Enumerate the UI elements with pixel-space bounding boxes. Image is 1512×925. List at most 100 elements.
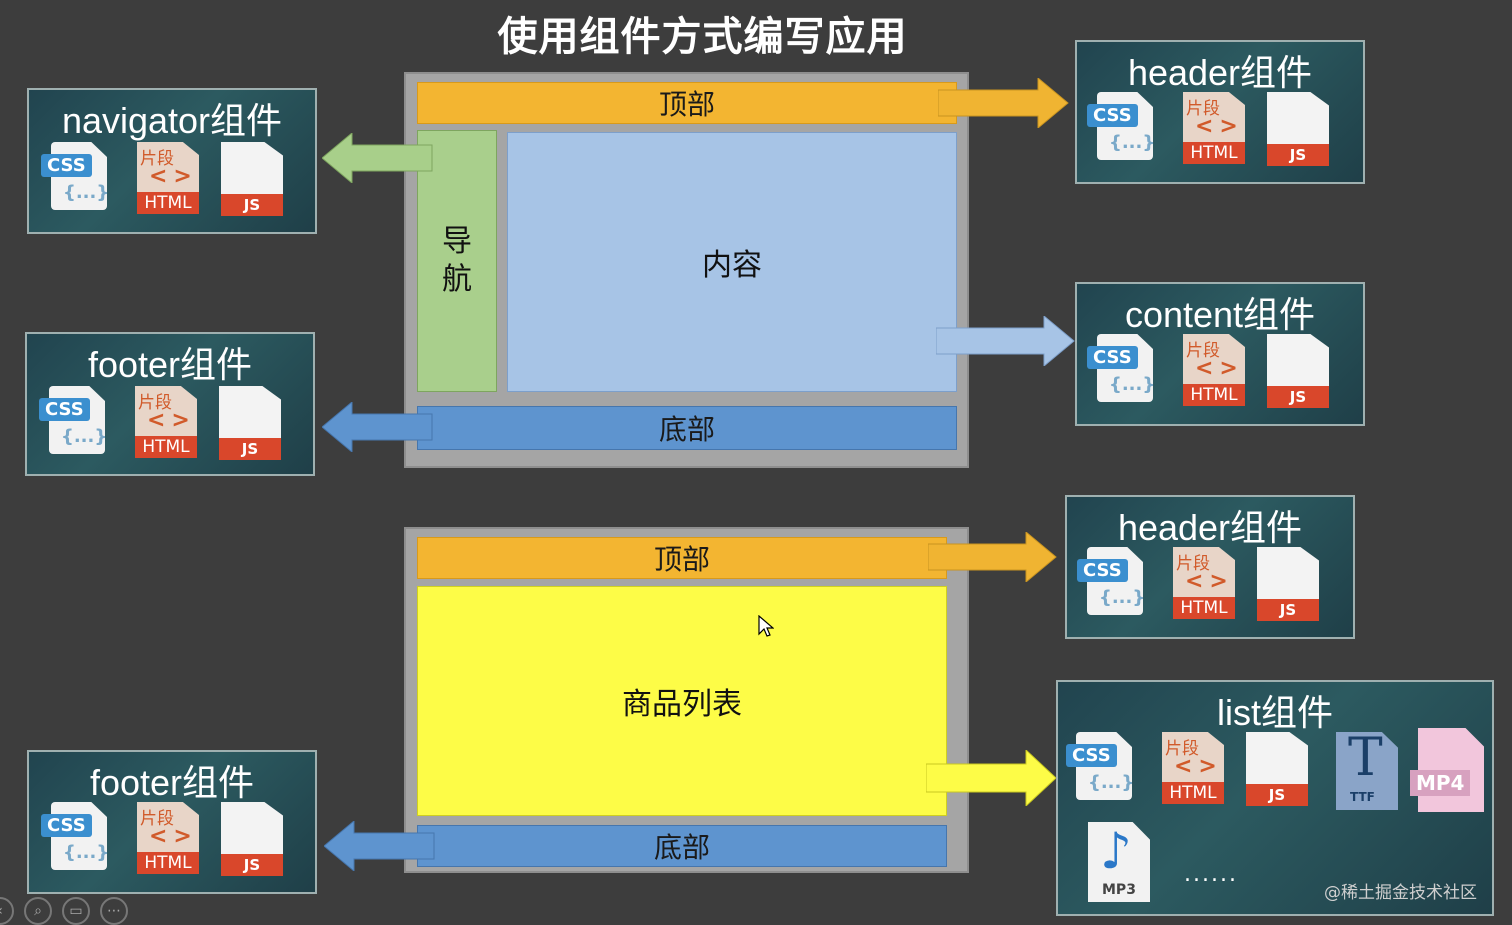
layout1-bottom-bar: 底部	[417, 406, 957, 450]
header2-panel: header组件 CSS {...} 片段<> HTML JS	[1065, 495, 1355, 639]
html-fragment-icon: 片段<> HTML	[137, 142, 199, 214]
layout1-content-label: 内容	[702, 248, 762, 283]
css-label: CSS	[1087, 104, 1138, 127]
fragment-tags: <>	[1174, 754, 1223, 779]
mp4-label: MP4	[1410, 770, 1471, 796]
arrow-to-header2	[928, 532, 1057, 582]
layout2-bottom-bar: 底部	[417, 825, 947, 867]
arrow-to-navigator	[322, 133, 433, 183]
js-file-icon: JS	[221, 802, 283, 876]
html-fragment-icon: 片段<> HTML	[1183, 334, 1245, 406]
mp4-file-icon: MP4	[1410, 728, 1484, 812]
css-file-icon: CSS {...}	[1087, 334, 1157, 406]
content-panel: content组件 CSS {...} 片段<> HTML JS	[1075, 282, 1365, 426]
header2-panel-title: header组件	[1117, 507, 1303, 548]
layout1-nav-label: 导航	[442, 224, 472, 297]
fragment-label: 片段	[138, 393, 172, 413]
html-label: HTML	[137, 192, 199, 214]
fragment-tags: <>	[149, 164, 198, 189]
css-label: CSS	[1087, 346, 1138, 369]
ttf-file-icon: T TTF	[1336, 732, 1398, 812]
list-panel-title: list组件	[1217, 692, 1333, 733]
html-label: HTML	[1183, 142, 1245, 164]
layout1-nav: 导航	[417, 130, 497, 392]
arrow-to-content	[936, 316, 1075, 366]
html-label: HTML	[1162, 782, 1224, 804]
ttf-label: TTF	[1350, 790, 1375, 804]
css-file-icon: CSS {...}	[1087, 92, 1157, 164]
css-brace: {...}	[1109, 374, 1156, 395]
css-label: CSS	[39, 398, 90, 421]
html-fragment-icon: 片段<>HTML	[1183, 92, 1245, 164]
html-fragment-icon: 片段<> HTML	[1173, 547, 1235, 619]
page-title: 使用组件方式编写应用	[497, 14, 908, 60]
more-files-ellipsis: ......	[1184, 862, 1238, 887]
html-fragment-icon: 片段<> HTML	[1162, 732, 1224, 804]
css-label: CSS	[1066, 744, 1117, 767]
footer2-panel: footer组件 CSS {...} 片段<> HTML JS	[27, 750, 317, 894]
html-label: HTML	[135, 436, 197, 458]
arrow-to-header1	[938, 78, 1069, 128]
css-label: CSS	[41, 154, 92, 177]
js-file-icon: JS	[1257, 547, 1319, 621]
footer1-panel: footer组件 CSS {...} 片段<> HTML JS	[25, 332, 315, 476]
layout1-top-bar: 顶部	[417, 82, 957, 124]
layout1-content: 内容	[507, 132, 957, 392]
back-icon[interactable]: ‹	[0, 897, 14, 925]
js-file-icon: JS	[1246, 732, 1308, 806]
css-brace: {...}	[61, 426, 108, 447]
fragment-label: 片段	[140, 809, 174, 829]
fragment-tags: <>	[149, 824, 198, 849]
arrow-to-list	[926, 750, 1057, 806]
arrow-to-footer1	[322, 402, 433, 452]
layout2-list-label: 商品列表	[622, 687, 742, 722]
footer1-panel-title: footer组件	[87, 344, 253, 385]
css-brace: {...}	[1109, 132, 1156, 153]
layout2-list: 商品列表	[417, 586, 947, 816]
more-icon[interactable]: ⋯	[100, 897, 128, 925]
fragment-tags: <>	[1195, 356, 1244, 381]
fragment-tags: <>	[147, 408, 196, 433]
html-label: HTML	[137, 852, 199, 874]
mp3-label: MP3	[1102, 882, 1136, 898]
js-file-icon: JS	[1267, 334, 1329, 408]
html-fragment-icon: 片段<> HTML	[137, 802, 199, 874]
css-brace: {...}	[1099, 587, 1146, 608]
content-panel-title: content组件	[1124, 294, 1316, 335]
js-label: JS	[1267, 144, 1329, 166]
fragment-label: 片段	[1165, 739, 1199, 759]
footer2-panel-title: footer组件	[89, 762, 255, 803]
html-label: HTML	[1183, 384, 1245, 406]
mp3-file-icon: ♪ MP3	[1088, 822, 1150, 902]
css-file-icon: CSS {...}	[1077, 547, 1147, 619]
navigator-panel-title: navigator组件	[61, 100, 283, 141]
css-file-icon: CSS {...}	[41, 802, 111, 874]
js-file-icon: JS	[1267, 92, 1329, 166]
fragment-label: 片段	[1176, 554, 1210, 574]
navigator-panel: navigator组件 CSS {...} 片段<> HTML JS	[27, 88, 317, 234]
js-label: JS	[1257, 599, 1319, 621]
slides-icon[interactable]: ▭	[62, 897, 90, 925]
css-brace: {...}	[63, 842, 110, 863]
css-label: CSS	[41, 814, 92, 837]
js-file-icon: JS	[221, 142, 283, 216]
presentation-toolbar: ‹ ⌕ ▭ ⋯	[0, 897, 128, 925]
css-label: CSS	[1077, 559, 1128, 582]
layout2-top-bar: 顶部	[417, 537, 947, 579]
arrow-to-footer2	[324, 821, 435, 871]
mouse-cursor-icon	[758, 615, 774, 637]
css-brace: {...}	[63, 182, 110, 203]
css-file-icon: CSS {...}	[41, 142, 111, 214]
fragment-tags: <>	[1185, 569, 1234, 594]
js-label: JS	[1246, 784, 1308, 806]
fragment-label: 片段	[140, 149, 174, 169]
html-label: HTML	[1173, 597, 1235, 619]
js-file-icon: JS	[219, 386, 281, 460]
js-label: JS	[1267, 386, 1329, 408]
js-label: JS	[221, 194, 283, 216]
zoom-icon[interactable]: ⌕	[24, 897, 52, 925]
fragment-label: 片段	[1186, 341, 1220, 361]
css-file-icon: CSS {...}	[39, 386, 109, 458]
